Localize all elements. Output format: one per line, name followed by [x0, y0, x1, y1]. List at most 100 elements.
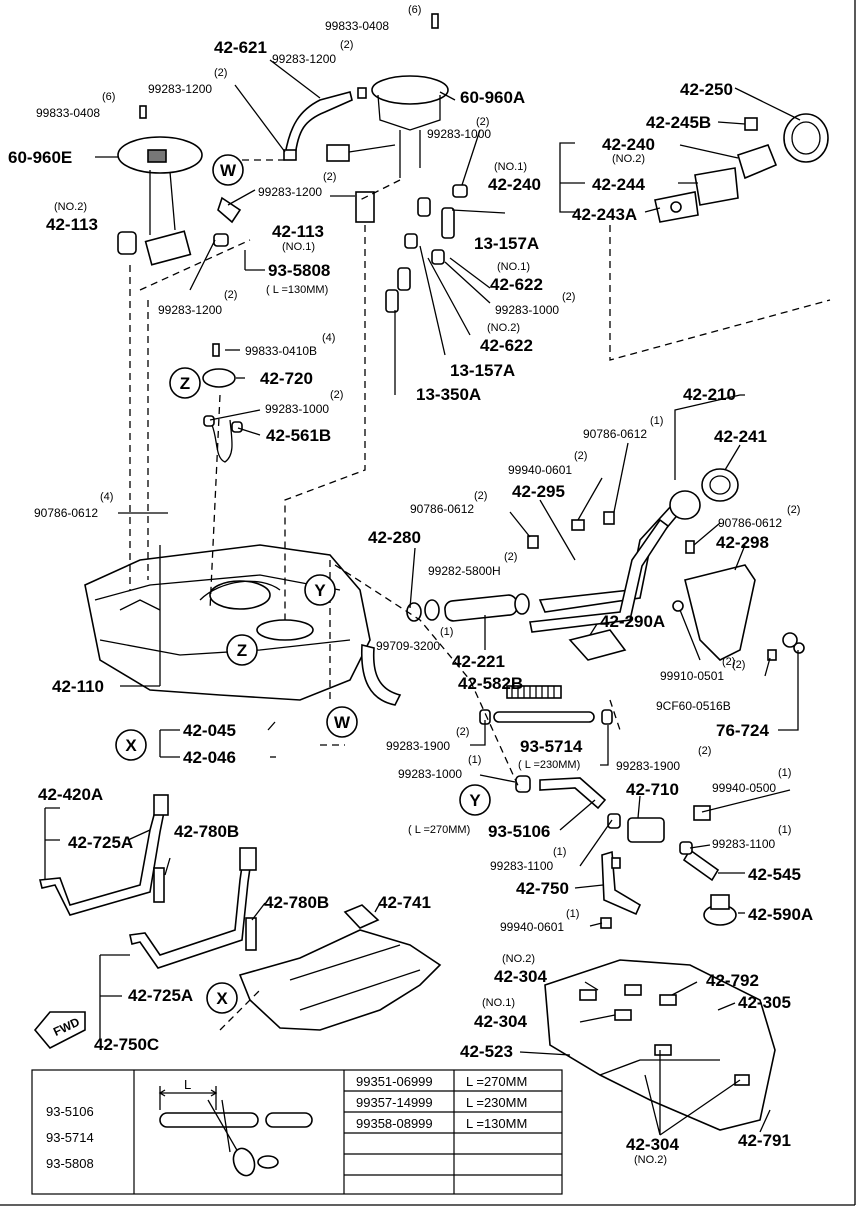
- qty-label: (2): [722, 656, 735, 668]
- protector-42-298: [684, 564, 756, 661]
- part-number-label: 42-725A: [128, 986, 193, 1005]
- fuel-filler-cap-assembly: [654, 113, 829, 223]
- part-number-label: 42-298: [716, 533, 769, 552]
- part-number-label: 42-280: [368, 528, 421, 547]
- cap-42-720: [202, 343, 243, 463]
- qty-label: (NO.1): [282, 241, 315, 253]
- part-number-label: 99940-0601: [508, 463, 572, 477]
- qty-label: (2): [456, 726, 469, 738]
- part-number-label: 93-5714: [520, 737, 583, 756]
- heat-insulator-42-741: [238, 904, 442, 1031]
- part-number-label: 99833-0410B: [245, 344, 317, 358]
- hose-length-table: 93-5106 93-5714 93-5808 L 99351-06999 L …: [31, 1069, 563, 1195]
- part-number-label: 42-295: [512, 482, 565, 501]
- part-number-label: 42-244: [592, 175, 645, 194]
- under-tank-insulator-42-523: [544, 959, 776, 1131]
- circle-marker-w-1: W: [212, 154, 244, 186]
- leader-lines: [44, 59, 801, 1136]
- hose-42-545: [682, 848, 720, 882]
- part-number-label: 42-243A: [572, 205, 637, 224]
- part-number-label: 90786-0612: [718, 516, 782, 530]
- part-number-label: 42-725A: [68, 833, 133, 852]
- part-number-label: 42-750: [516, 879, 569, 898]
- hose-93-5714: [493, 711, 595, 723]
- part-number-label: 42-622: [480, 336, 533, 355]
- bracket-42-290a: [568, 629, 627, 661]
- qty-label: ( L =270MM): [408, 824, 470, 836]
- qty-label: (1): [553, 846, 566, 858]
- part-number-label: 99283-1000: [265, 402, 329, 416]
- qty-label: (4): [322, 332, 335, 344]
- part-number-label: 42-791: [738, 1131, 791, 1150]
- part-number-label: 99910-0501: [660, 669, 724, 683]
- qty-label: (6): [408, 4, 421, 16]
- table-hose-code: 99358-08999: [356, 1116, 433, 1131]
- qty-label: (6): [102, 91, 115, 103]
- qty-label: (1): [650, 415, 663, 427]
- fuel-tank-body: [84, 544, 371, 701]
- part-number-label: 99283-1900: [386, 739, 450, 753]
- hose-93-5106: [539, 777, 607, 810]
- scissors-cut-hose-icon: L: [158, 1077, 313, 1177]
- table-part-number: 93-5714: [46, 1130, 94, 1145]
- qty-label: (NO.2): [612, 153, 645, 165]
- circle-marker-x-1: X: [115, 729, 147, 761]
- part-number-label: 42-304: [494, 967, 547, 986]
- part-number-label: 42-545: [748, 865, 801, 884]
- protector-ribs: [511, 686, 555, 698]
- qty-label: (2): [474, 490, 487, 502]
- part-number-label: 99283-1200: [272, 52, 336, 66]
- tank-strap-42-725a-lower: [129, 847, 257, 969]
- svg-text:Y: Y: [469, 791, 481, 810]
- part-number-label: 42-590A: [748, 905, 813, 924]
- strap-99709-3200: [360, 643, 402, 706]
- qty-label: (1): [440, 626, 453, 638]
- qty-label: (2): [214, 67, 227, 79]
- table-part-number: 93-5106: [46, 1104, 94, 1119]
- part-number-label: 93-5106: [488, 822, 550, 841]
- part-number-label: 99283-1200: [258, 185, 322, 199]
- part-number-label: 99283-1000: [495, 303, 559, 317]
- forward-arrow-icon: FWD: [33, 1011, 86, 1050]
- part-number-label: 99283-1200: [158, 303, 222, 317]
- filler-hose-42-221: [406, 593, 530, 622]
- part-number-label: 42-045: [183, 721, 236, 740]
- part-number-label: 76-724: [716, 721, 769, 740]
- part-number-label: 42-240: [602, 135, 655, 154]
- circle-marker-y-1: Y: [304, 574, 336, 606]
- part-number-label: 42-523: [460, 1042, 513, 1061]
- circle-marker-z-1: Z: [169, 367, 201, 399]
- check-valve-42-710: [627, 817, 665, 843]
- part-number-label: 42-241: [714, 427, 767, 446]
- part-number-label: 99940-0601: [500, 920, 564, 934]
- qty-label: (2): [698, 745, 711, 757]
- dashed-guide-lines: [129, 159, 831, 1031]
- qty-label: (4): [100, 491, 113, 503]
- circle-marker-x-2: X: [206, 982, 238, 1014]
- qty-label: (2): [340, 39, 353, 51]
- svg-text:Z: Z: [237, 641, 247, 660]
- part-number-label: 90786-0612: [34, 506, 98, 520]
- qty-label: (2): [562, 291, 575, 303]
- qty-label: (NO.2): [487, 322, 520, 334]
- part-number-label: 42-250: [680, 80, 733, 99]
- fuel-gauge-sender-60-960e: [117, 105, 203, 266]
- part-number-label: 42-304: [626, 1135, 679, 1154]
- circle-marker-w-2: W: [326, 706, 358, 738]
- svg-text:W: W: [334, 713, 351, 732]
- qty-label: ( L =230MM): [518, 759, 580, 771]
- circle-marker-y-2: Y: [459, 784, 491, 816]
- small-hoses-top: [117, 184, 468, 313]
- part-number-label: 42-780B: [264, 893, 329, 912]
- qty-label: (NO.1): [482, 997, 515, 1009]
- part-number-label: 13-350A: [416, 385, 481, 404]
- qty-label: (2): [574, 450, 587, 462]
- part-number-label: 42-113: [46, 215, 98, 234]
- part-number-label: 42-046: [183, 748, 236, 767]
- part-number-label: 9CF60-0516B: [656, 699, 731, 713]
- qty-label: (1): [778, 824, 791, 836]
- fuel-pump-sender-60-960a: [326, 13, 449, 178]
- part-labels: (6) 99833-0408 42-621 (2) 99283-1200 60-…: [8, 4, 813, 1166]
- part-number-label: 93-5808: [268, 261, 330, 280]
- dimension-l-label: L: [184, 1077, 191, 1092]
